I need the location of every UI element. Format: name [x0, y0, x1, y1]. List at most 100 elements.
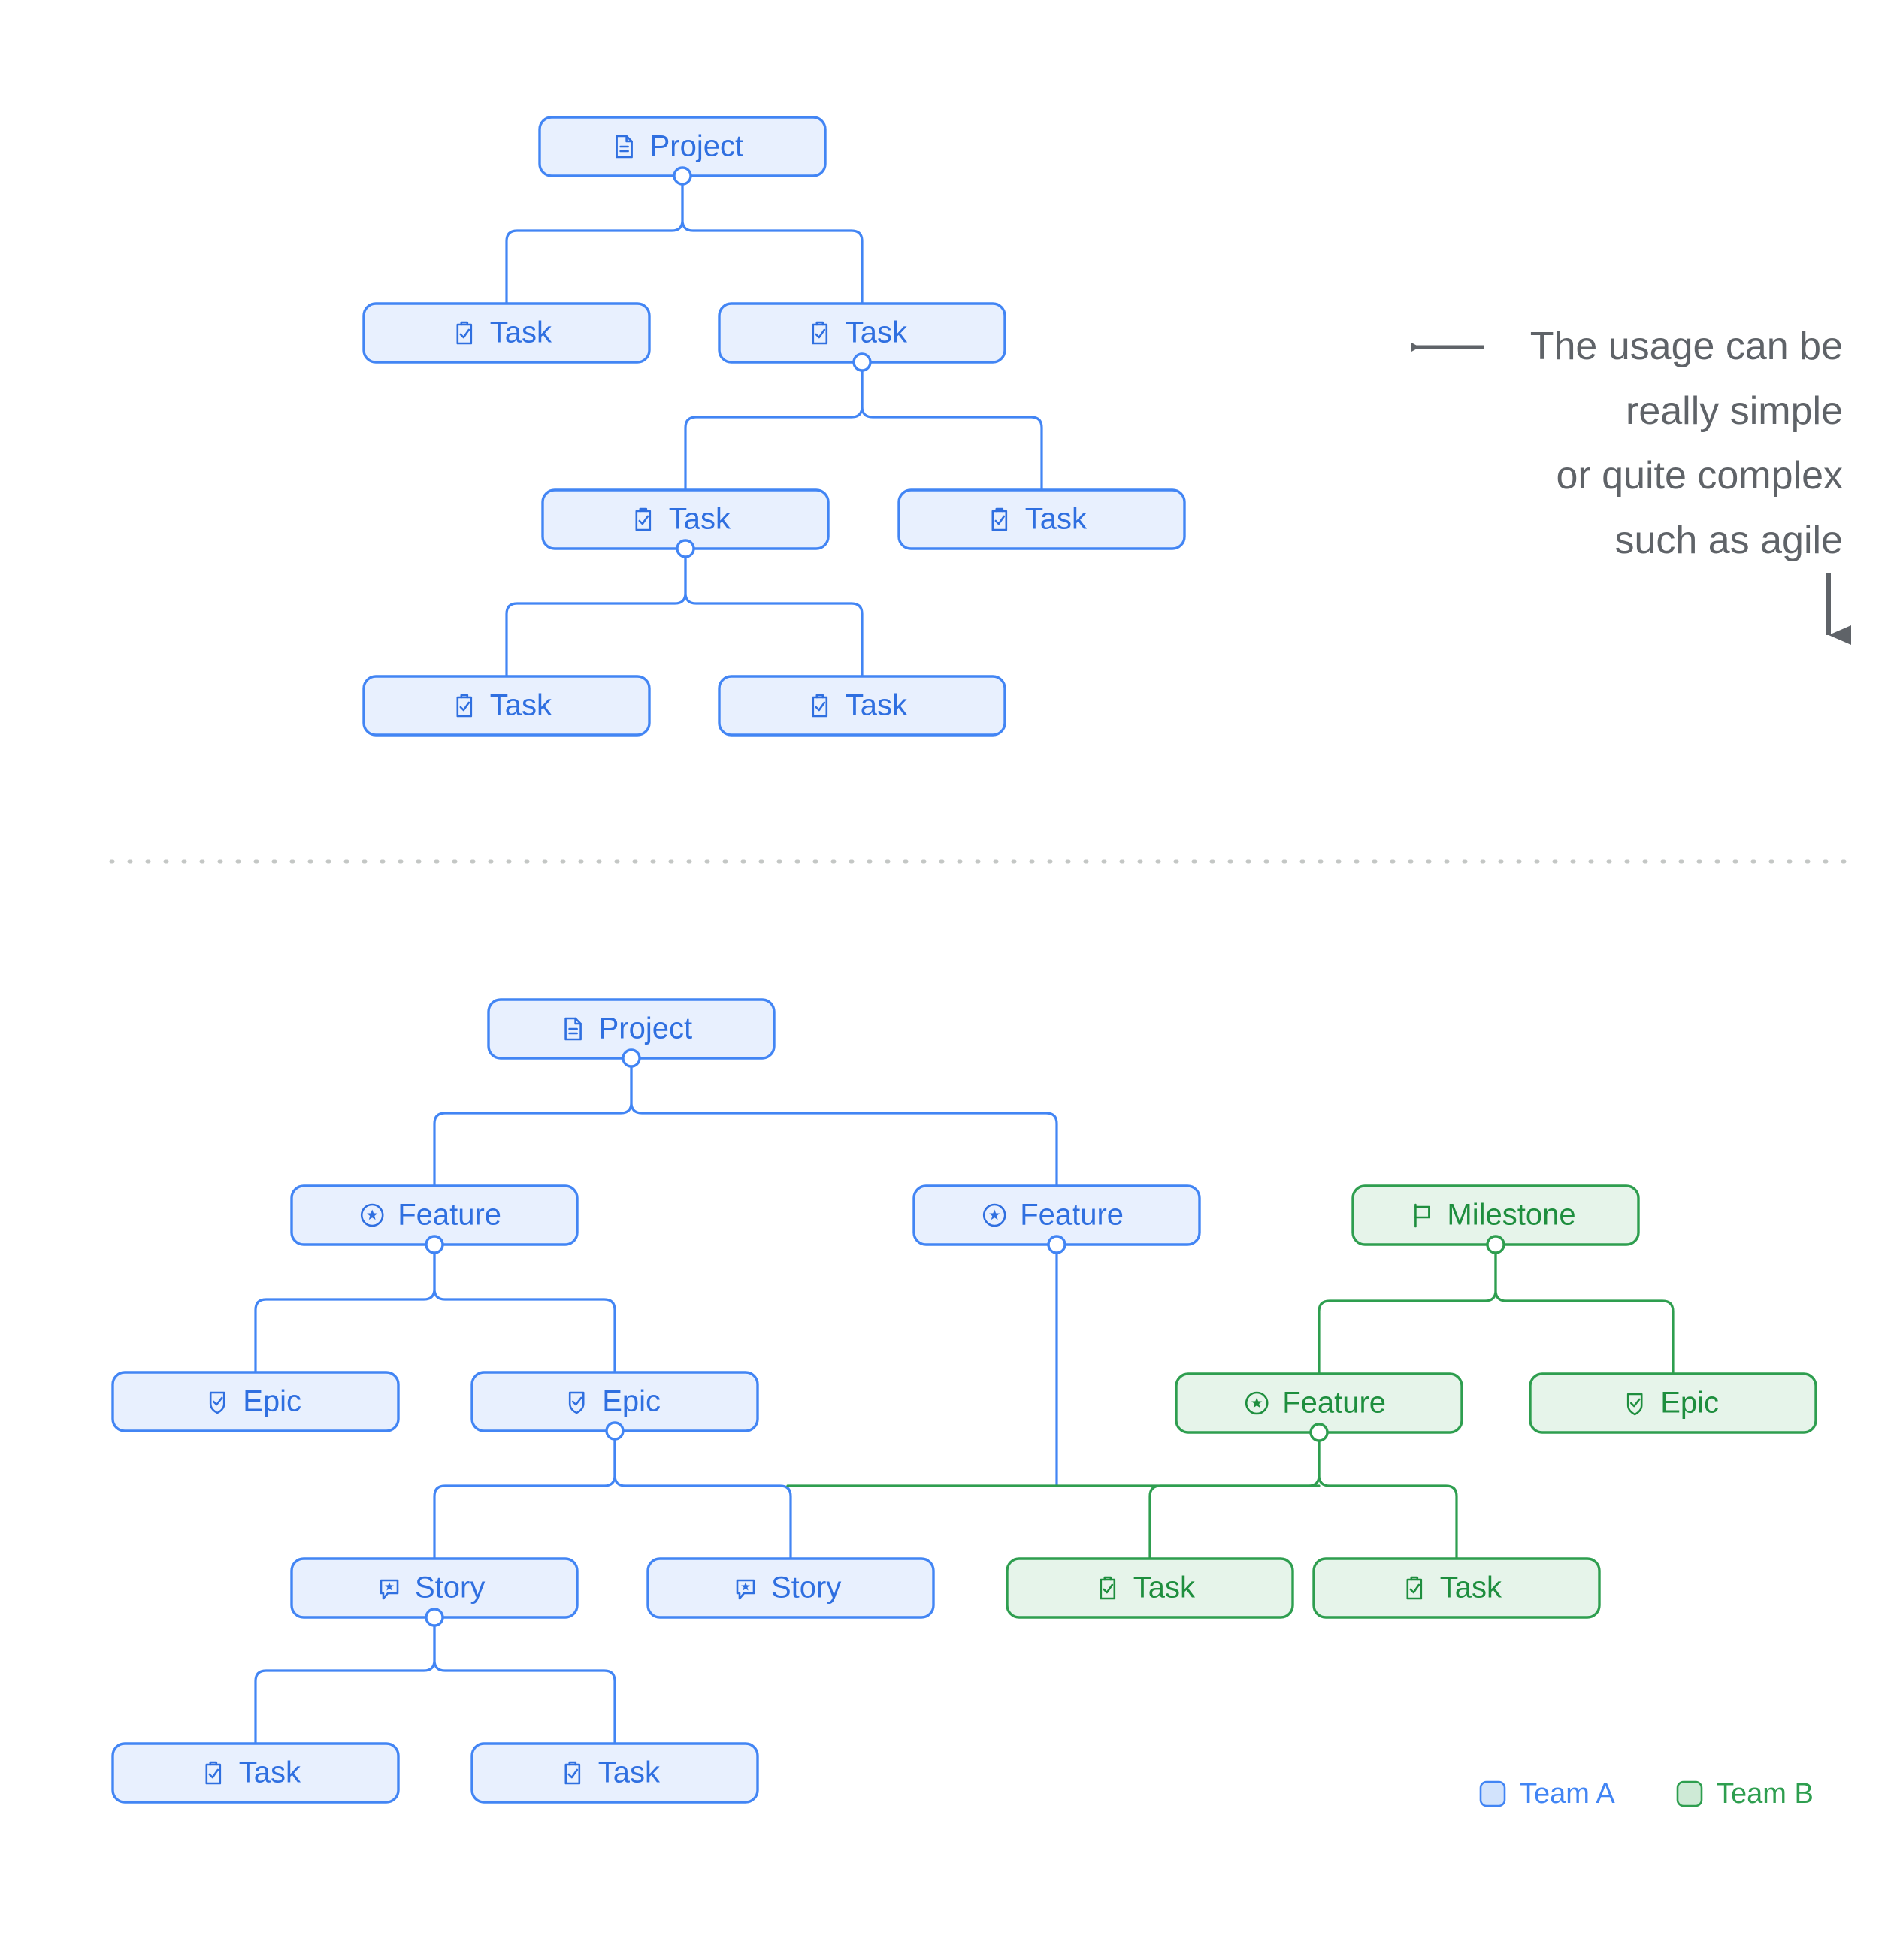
node-label: Task [598, 1756, 661, 1789]
node-epic[interactable]: Epic [470, 1371, 759, 1441]
clipboard-check-icon [205, 1761, 222, 1785]
connector [505, 547, 687, 678]
node-task[interactable]: Task [718, 675, 1006, 737]
legend-swatch [1676, 1780, 1703, 1807]
node-label: Project [599, 1012, 693, 1045]
connector [1318, 1431, 1458, 1560]
node-feature[interactable]: Feature [912, 1184, 1201, 1254]
clipboard-check-icon [812, 694, 828, 718]
node-label: Epic [243, 1385, 301, 1418]
shield-check-icon [209, 1391, 225, 1414]
collapse-handle[interactable] [1047, 1235, 1066, 1254]
node-label: Task [669, 503, 731, 536]
node-task[interactable]: Task [897, 488, 1186, 550]
flag-icon [1414, 1203, 1430, 1228]
node-project[interactable]: Project [538, 116, 827, 186]
star-circle-icon [360, 1203, 384, 1227]
connector [1318, 1243, 1497, 1375]
node-story[interactable]: Story [646, 1557, 935, 1619]
node-label: Project [650, 130, 744, 163]
legend-item[interactable]: Team A [1479, 1778, 1615, 1810]
annotation-line: The usage can be [1530, 325, 1843, 368]
connector [1494, 1243, 1675, 1375]
shield-check-icon [1626, 1393, 1643, 1416]
node-story[interactable]: Story [290, 1557, 579, 1627]
collapse-handle[interactable] [622, 1048, 641, 1068]
node-project[interactable]: Project [487, 998, 776, 1068]
clipboard-check-icon [812, 321, 828, 345]
node-task[interactable]: Task [362, 302, 651, 364]
connector [684, 547, 864, 678]
annotation-line: or quite complex [1556, 454, 1843, 498]
annotation-line: such as agile [1614, 519, 1843, 562]
connector-group-top [505, 174, 1043, 678]
connector [681, 174, 864, 305]
connector [433, 1243, 616, 1374]
comment-star-icon [736, 1579, 755, 1600]
collapse-handle[interactable] [673, 166, 692, 186]
node-label: Story [771, 1571, 841, 1605]
node-label: Task [490, 689, 552, 722]
node-label: Task [846, 689, 908, 722]
annotation-text: The usage can be really simple or quite co… [1530, 325, 1843, 562]
node-feature[interactable]: Feature [290, 1184, 579, 1254]
collapse-handle[interactable] [1486, 1235, 1505, 1254]
collapse-handle[interactable] [1309, 1423, 1329, 1442]
node-label: Task [1133, 1571, 1196, 1605]
connector [861, 361, 1043, 492]
connector [433, 1057, 633, 1187]
legend: Team A Team B [1479, 1778, 1814, 1810]
clipboard-check-icon [1406, 1576, 1423, 1600]
clipboard-check-icon [456, 694, 473, 718]
legend-item[interactable]: Team B [1676, 1778, 1814, 1810]
legend-swatch [1479, 1780, 1506, 1807]
node-task[interactable]: Task [111, 1742, 400, 1804]
clipboard-check-icon [564, 1761, 581, 1785]
connector [254, 1616, 436, 1745]
collapse-handle[interactable] [425, 1235, 444, 1254]
node-epic[interactable]: Epic [1529, 1372, 1817, 1434]
node-label: Task [490, 316, 552, 349]
connector [1148, 1431, 1321, 1560]
legend-label: Team B [1717, 1778, 1814, 1810]
connector [254, 1243, 436, 1374]
collapse-handle[interactable] [605, 1421, 625, 1441]
node-label: Task [239, 1756, 301, 1789]
node-label: Feature [1282, 1387, 1386, 1420]
node-label: Milestone [1447, 1199, 1575, 1232]
node-label: Task [1440, 1571, 1502, 1605]
connector [433, 1616, 616, 1745]
node-task[interactable]: Task [1312, 1557, 1601, 1619]
connector [433, 1429, 616, 1560]
node-milestone[interactable]: Milestone [1351, 1184, 1640, 1254]
node-label: Task [846, 316, 908, 349]
node-task[interactable]: Task [718, 302, 1006, 372]
connector [684, 361, 864, 492]
connector [613, 1429, 792, 1560]
star-circle-icon [982, 1203, 1006, 1227]
clipboard-check-icon [991, 507, 1008, 531]
node-task[interactable]: Task [470, 1742, 759, 1804]
node-task[interactable]: Task [1006, 1557, 1294, 1619]
shield-check-icon [568, 1391, 585, 1414]
collapse-handle[interactable] [425, 1608, 444, 1627]
star-circle-icon [1245, 1391, 1269, 1415]
annotation-line: really simple [1626, 389, 1843, 433]
comment-star-icon [380, 1579, 399, 1600]
connector-group-bottom [254, 1057, 1675, 1745]
node-epic[interactable]: Epic [111, 1371, 400, 1432]
clipboard-check-icon [456, 321, 473, 345]
node-feature[interactable]: Feature [1175, 1372, 1463, 1442]
document-icon [616, 135, 633, 159]
node-label: Story [415, 1571, 485, 1605]
document-icon [564, 1017, 582, 1041]
collapse-handle[interactable] [852, 352, 872, 372]
node-task[interactable]: Task [541, 488, 830, 558]
collapse-handle[interactable] [676, 539, 695, 558]
node-label: Epic [1660, 1387, 1719, 1420]
clipboard-check-icon [1100, 1576, 1116, 1600]
node-task[interactable]: Task [362, 675, 651, 737]
legend-label: Team A [1520, 1778, 1615, 1810]
